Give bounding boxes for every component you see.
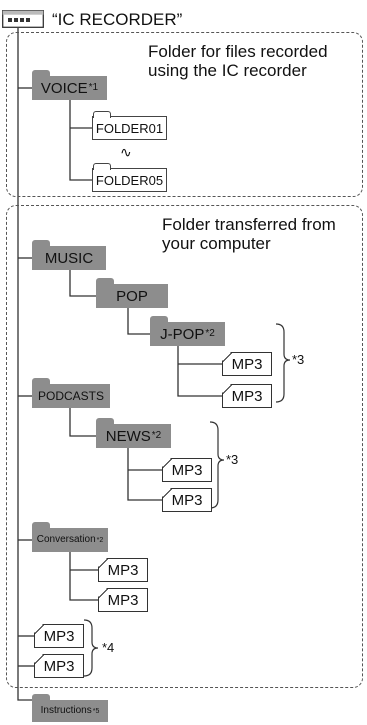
mp3-file[interactable]: MP3: [222, 384, 272, 408]
jpop-folder[interactable]: J-POP*2: [150, 316, 225, 346]
mp3-file[interactable]: MP3: [162, 488, 212, 512]
recorded-group-note: Folder for files recorded using the IC r…: [148, 42, 328, 80]
pop-folder[interactable]: POP: [96, 278, 168, 308]
continuation-mark: ∿: [120, 144, 132, 160]
conversation-folder[interactable]: Conversation*2: [32, 522, 108, 552]
podcasts-folder-label: PODCASTS: [37, 389, 104, 403]
connector: [69, 552, 98, 601]
news-folder[interactable]: NEWS*2: [96, 418, 171, 448]
transferred-files-group: [6, 205, 363, 688]
connector: [17, 28, 32, 701]
voice-folder-label: VOICE: [40, 79, 88, 97]
voice-folder-note: *1: [88, 82, 99, 93]
conversation-folder-note: *2: [96, 536, 104, 544]
folder01-label: FOLDER01: [95, 120, 164, 136]
connector: [69, 100, 92, 181]
folder05[interactable]: FOLDER05: [92, 163, 167, 192]
mp3-file[interactable]: MP3: [98, 588, 148, 612]
mp3-file[interactable]: MP3: [98, 558, 148, 582]
folder05-label: FOLDER05: [95, 172, 164, 188]
mp3-file[interactable]: MP3: [34, 654, 84, 678]
brace: [275, 323, 291, 403]
instructions-folder-label: Instructions: [40, 705, 92, 716]
transferred-group-note: Folder transferred from your computer: [162, 215, 336, 253]
instructions-folder[interactable]: Instructions*5: [32, 694, 108, 722]
recorded-files-group: [6, 32, 363, 197]
voice-folder[interactable]: VOICE*1: [32, 70, 107, 100]
mp3-file[interactable]: MP3: [162, 458, 212, 482]
instructions-folder-note: *5: [92, 707, 100, 715]
connector: [69, 408, 96, 437]
folder01[interactable]: FOLDER01: [92, 111, 167, 140]
jpop-folder-note: *2: [205, 328, 215, 339]
music-folder-label: MUSIC: [44, 249, 94, 267]
root-files-note: *4: [102, 640, 115, 655]
connector: [127, 308, 150, 335]
podcasts-folder[interactable]: PODCASTS: [32, 378, 110, 408]
news-folder-label: NEWS: [105, 427, 151, 445]
news-folder-note: *2: [151, 430, 162, 441]
jpop-folder-label: J-POP: [160, 325, 205, 343]
memory-drive-icon: [2, 10, 44, 28]
mp3-file[interactable]: MP3: [34, 624, 84, 648]
brace: [83, 619, 99, 677]
mp3-file[interactable]: MP3: [222, 352, 272, 376]
pop-folder-label: POP: [116, 287, 148, 305]
connector: [69, 270, 96, 297]
news-files-note: *3: [226, 452, 239, 467]
jpop-files-note: *3: [292, 352, 305, 367]
root-drive-label: “IC RECORDER”: [52, 10, 183, 29]
connector: [127, 448, 162, 501]
connector: [177, 346, 222, 397]
brace: [209, 421, 225, 509]
conversation-folder-label: Conversation: [36, 534, 96, 545]
music-folder[interactable]: MUSIC: [32, 240, 106, 270]
